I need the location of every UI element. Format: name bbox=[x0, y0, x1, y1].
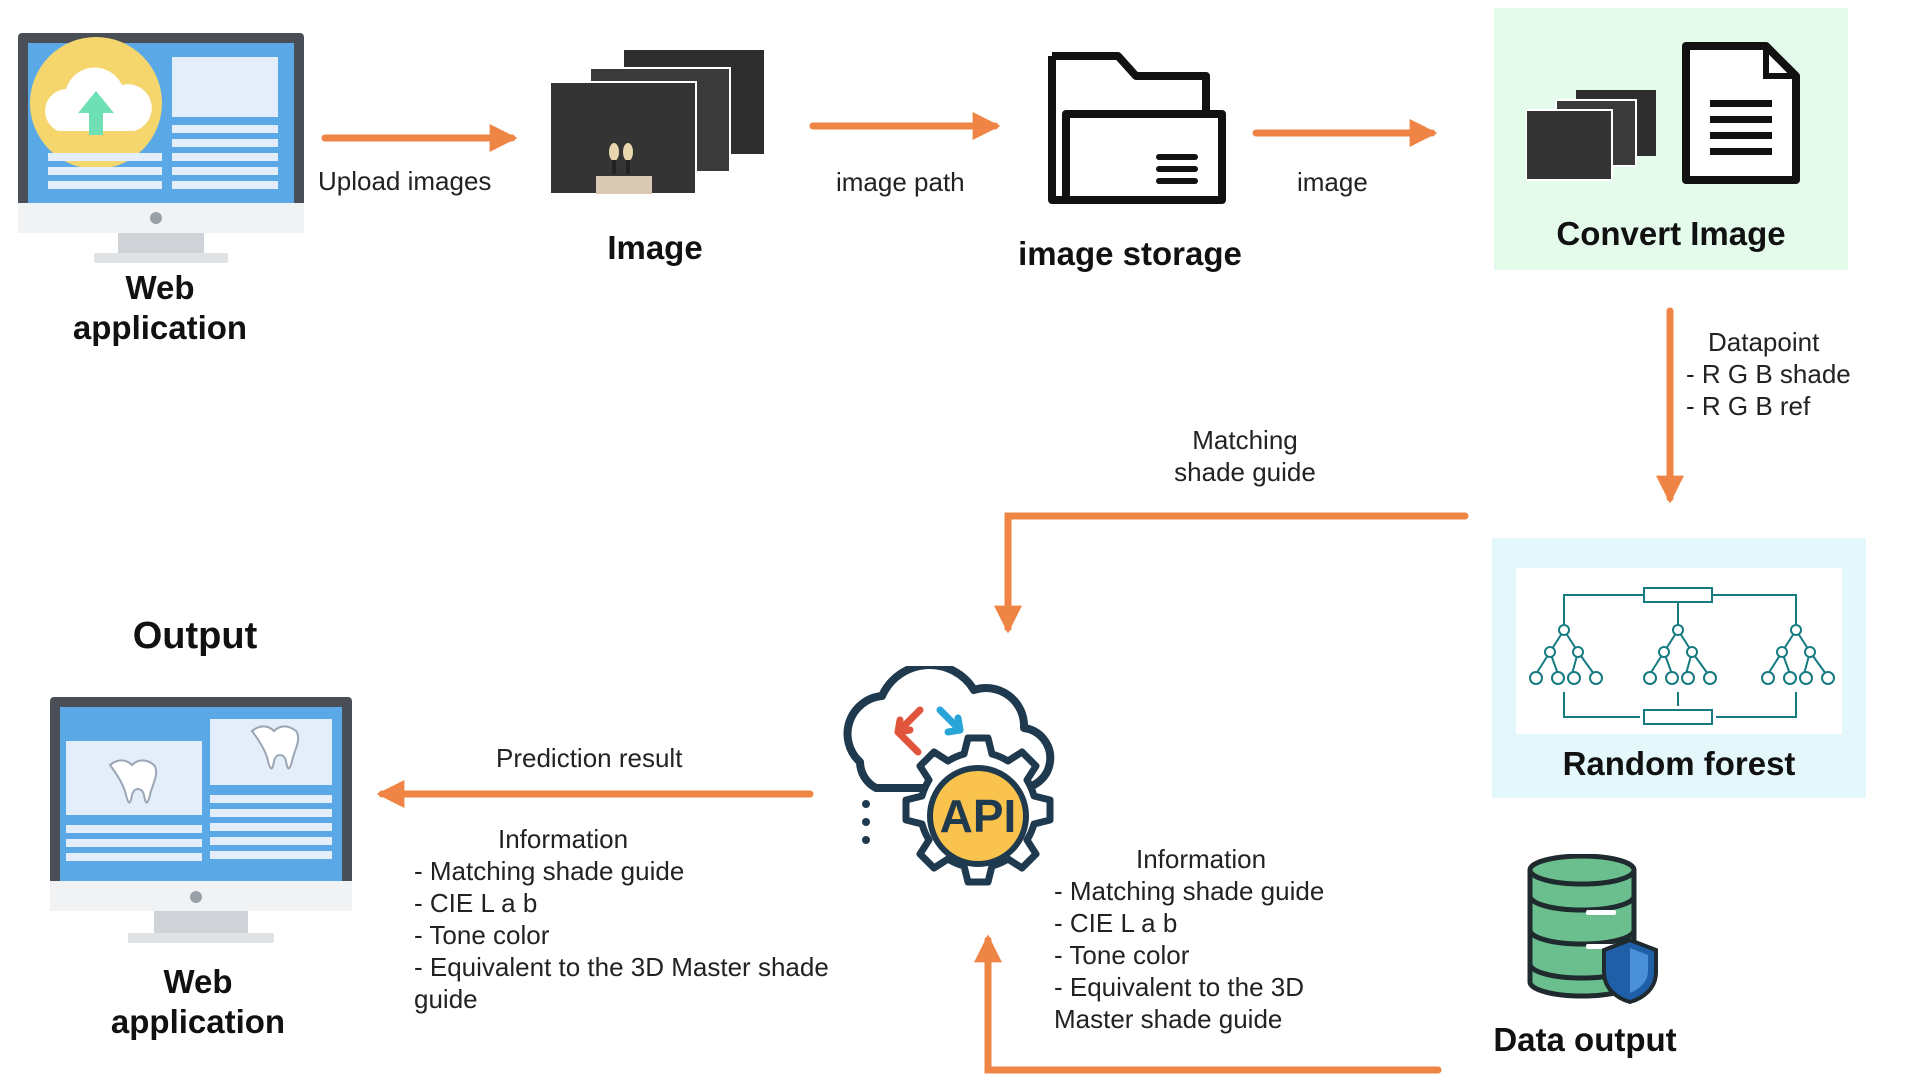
web-app-bottom-label: Web application bbox=[110, 963, 286, 1040]
edge-label-image: image bbox=[1297, 167, 1368, 197]
information-right-item: - Matching shade guide bbox=[1054, 876, 1325, 906]
arrow-matching-shade bbox=[994, 512, 1469, 634]
random-forest-icon bbox=[1516, 568, 1842, 734]
edge-label-prediction-result: Prediction result bbox=[496, 743, 683, 773]
arrow-data-output bbox=[974, 934, 1442, 1074]
information-left-annotation: Information - Matching shade guide - CIE… bbox=[414, 823, 829, 1015]
information-left-item: - Tone color bbox=[414, 920, 550, 950]
information-right-annotation: Information - Matching shade guide - CIE… bbox=[1054, 843, 1324, 1035]
web-app-monitor-top-icon bbox=[18, 33, 304, 263]
information-left-item: - Matching shade guide bbox=[414, 856, 685, 886]
database-icon bbox=[1527, 854, 1658, 1004]
information-left-item: - CIE L a b bbox=[414, 888, 538, 918]
image-stack-icon bbox=[550, 50, 764, 195]
convert-image-icon bbox=[1526, 42, 1800, 184]
edge-label-upload-images: Upload images bbox=[318, 166, 492, 196]
information-right-item: - CIE L a b bbox=[1054, 908, 1178, 938]
edge-label-matching-shade-guide: Matching shade guide bbox=[1174, 425, 1316, 487]
image-node-label: Image bbox=[607, 229, 703, 266]
api-text: API bbox=[940, 790, 1017, 842]
datapoint-heading: Datapoint bbox=[1708, 327, 1820, 357]
edge-label-image-path: image path bbox=[836, 167, 965, 197]
convert-image-label: Convert Image bbox=[1556, 215, 1786, 252]
datapoint-item: - R G B ref bbox=[1686, 391, 1811, 421]
datapoint-annotation: Datapoint - R G B shade - R G B ref bbox=[1686, 326, 1851, 422]
folder-icon bbox=[1048, 52, 1226, 204]
information-left-item: - Equivalent to the 3D Master shade bbox=[414, 952, 829, 982]
web-app-top-label: Web application bbox=[72, 269, 248, 346]
information-right-item: Master shade guide bbox=[1054, 1004, 1283, 1034]
data-output-label: Data output bbox=[1493, 1021, 1677, 1058]
information-left-item: guide bbox=[414, 984, 478, 1014]
information-right-item: - Equivalent to the 3D bbox=[1054, 972, 1305, 1002]
information-right-item: - Tone color bbox=[1054, 940, 1190, 970]
datapoint-item: - R G B shade bbox=[1686, 359, 1851, 389]
web-app-monitor-bottom-icon bbox=[50, 697, 352, 943]
image-storage-label: image storage bbox=[1018, 235, 1242, 272]
output-heading: Output bbox=[132, 615, 258, 657]
api-cloud-gear-icon: API bbox=[843, 666, 1055, 886]
random-forest-label: Random forest bbox=[1562, 745, 1796, 782]
information-left-heading: Information bbox=[498, 824, 629, 854]
information-right-heading: Information bbox=[1136, 844, 1267, 874]
